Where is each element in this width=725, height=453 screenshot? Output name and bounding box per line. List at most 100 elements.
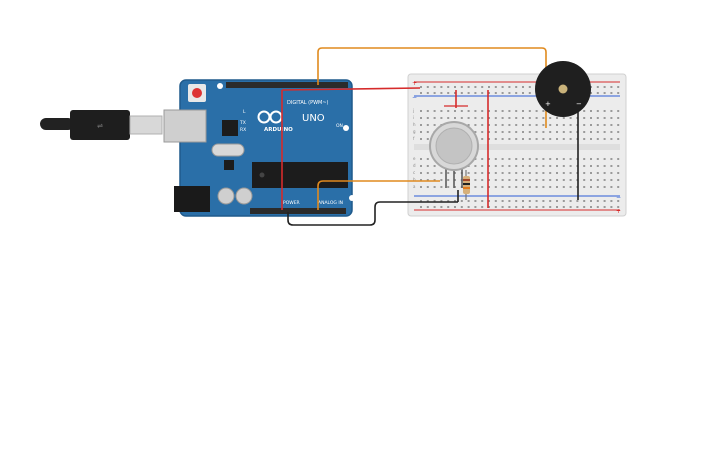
breadboard-hole[interactable]: [433, 124, 436, 126]
breadboard-hole[interactable]: [603, 92, 606, 94]
breadboard-hole[interactable]: [528, 206, 531, 208]
breadboard-hole[interactable]: [535, 158, 538, 160]
breadboard-hole[interactable]: [420, 110, 422, 112]
breadboard-hole[interactable]: [562, 124, 565, 126]
breadboard-hole[interactable]: [515, 131, 518, 133]
breadboard-hole[interactable]: [583, 124, 586, 126]
breadboard-hole[interactable]: [522, 110, 524, 112]
breadboard-hole[interactable]: [426, 165, 429, 167]
breadboard-hole[interactable]: [467, 172, 470, 174]
breadboard-hole[interactable]: [420, 206, 422, 208]
breadboard-hole[interactable]: [481, 206, 484, 208]
breadboard-hole[interactable]: [488, 131, 490, 133]
gas-sensor[interactable]: [429, 121, 479, 188]
breadboard-hole[interactable]: [590, 92, 592, 94]
breadboard-hole[interactable]: [522, 138, 524, 140]
breadboard-hole[interactable]: [610, 179, 613, 181]
breadboard-hole[interactable]: [610, 124, 613, 126]
breadboard-hole[interactable]: [494, 200, 497, 202]
breadboard-hole[interactable]: [617, 158, 620, 160]
breadboard-hole[interactable]: [420, 117, 422, 119]
breadboard-hole[interactable]: [440, 92, 443, 94]
breadboard-hole[interactable]: [603, 124, 606, 126]
breadboard-hole[interactable]: [501, 172, 504, 174]
breadboard-hole[interactable]: [440, 179, 443, 181]
breadboard-hole[interactable]: [460, 92, 463, 94]
breadboard-hole[interactable]: [494, 206, 497, 208]
breadboard-hole[interactable]: [433, 92, 436, 94]
breadboard-hole[interactable]: [610, 206, 613, 208]
breadboard-hole[interactable]: [488, 206, 490, 208]
breadboard-hole[interactable]: [583, 158, 586, 160]
breadboard-hole[interactable]: [494, 92, 497, 94]
breadboard-hole[interactable]: [433, 206, 436, 208]
breadboard-hole[interactable]: [535, 138, 538, 140]
breadboard-hole[interactable]: [617, 200, 620, 202]
breadboard-hole[interactable]: [420, 131, 422, 133]
breadboard-hole[interactable]: [508, 117, 511, 119]
breadboard-hole[interactable]: [501, 206, 504, 208]
breadboard-hole[interactable]: [596, 172, 599, 174]
breadboard-hole[interactable]: [460, 200, 463, 202]
breadboard-hole[interactable]: [522, 172, 524, 174]
breadboard-hole[interactable]: [494, 110, 497, 112]
wire-black-gnd[interactable]: [287, 201, 458, 226]
breadboard-hole[interactable]: [590, 186, 592, 188]
breadboard-hole[interactable]: [501, 138, 504, 140]
breadboard-hole[interactable]: [494, 172, 497, 174]
breadboard-hole[interactable]: [474, 86, 477, 88]
breadboard-hole[interactable]: [433, 86, 436, 88]
breadboard-hole[interactable]: [474, 124, 477, 126]
breadboard-hole[interactable]: [542, 172, 545, 174]
breadboard-hole[interactable]: [549, 179, 552, 181]
breadboard-hole[interactable]: [501, 92, 504, 94]
breadboard-hole[interactable]: [569, 131, 572, 133]
breadboard-hole[interactable]: [420, 200, 422, 202]
breadboard-hole[interactable]: [447, 86, 450, 88]
breadboard-hole[interactable]: [583, 200, 586, 202]
breadboard-hole[interactable]: [583, 172, 586, 174]
breadboard-hole[interactable]: [542, 206, 545, 208]
breadboard-hole[interactable]: [454, 186, 456, 188]
breadboard-hole[interactable]: [515, 165, 518, 167]
breadboard-hole[interactable]: [508, 158, 511, 160]
breadboard-hole[interactable]: [488, 172, 490, 174]
breadboard-hole[interactable]: [494, 158, 497, 160]
breadboard-hole[interactable]: [501, 110, 504, 112]
breadboard-hole[interactable]: [617, 117, 620, 119]
breadboard-hole[interactable]: [447, 200, 450, 202]
breadboard-hole[interactable]: [596, 206, 599, 208]
breadboard-hole[interactable]: [508, 165, 511, 167]
breadboard-hole[interactable]: [556, 117, 558, 119]
breadboard-hole[interactable]: [603, 158, 606, 160]
breadboard-hole[interactable]: [515, 179, 518, 181]
breadboard-hole[interactable]: [420, 158, 422, 160]
breadboard-hole[interactable]: [535, 131, 538, 133]
breadboard-hole[interactable]: [590, 117, 592, 119]
breadboard-hole[interactable]: [610, 165, 613, 167]
breadboard-hole[interactable]: [528, 158, 531, 160]
breadboard-hole[interactable]: [501, 86, 504, 88]
breadboard-hole[interactable]: [617, 138, 620, 140]
breadboard-hole[interactable]: [528, 186, 531, 188]
breadboard-hole[interactable]: [535, 110, 538, 112]
breadboard-hole[interactable]: [488, 165, 490, 167]
breadboard-hole[interactable]: [617, 172, 620, 174]
breadboard-hole[interactable]: [454, 86, 456, 88]
breadboard-hole[interactable]: [522, 200, 524, 202]
breadboard-hole[interactable]: [467, 124, 470, 126]
breadboard-hole[interactable]: [426, 124, 429, 126]
breadboard-hole[interactable]: [426, 92, 429, 94]
breadboard-hole[interactable]: [610, 110, 613, 112]
breadboard-hole[interactable]: [460, 206, 463, 208]
breadboard-hole[interactable]: [501, 131, 504, 133]
breadboard-hole[interactable]: [562, 172, 565, 174]
breadboard-hole[interactable]: [433, 165, 436, 167]
breadboard-hole[interactable]: [528, 124, 531, 126]
breadboard-hole[interactable]: [522, 165, 524, 167]
breadboard-hole[interactable]: [515, 206, 518, 208]
breadboard-hole[interactable]: [556, 158, 558, 160]
breadboard-hole[interactable]: [542, 165, 545, 167]
breadboard-hole[interactable]: [610, 200, 613, 202]
breadboard-hole[interactable]: [549, 200, 552, 202]
